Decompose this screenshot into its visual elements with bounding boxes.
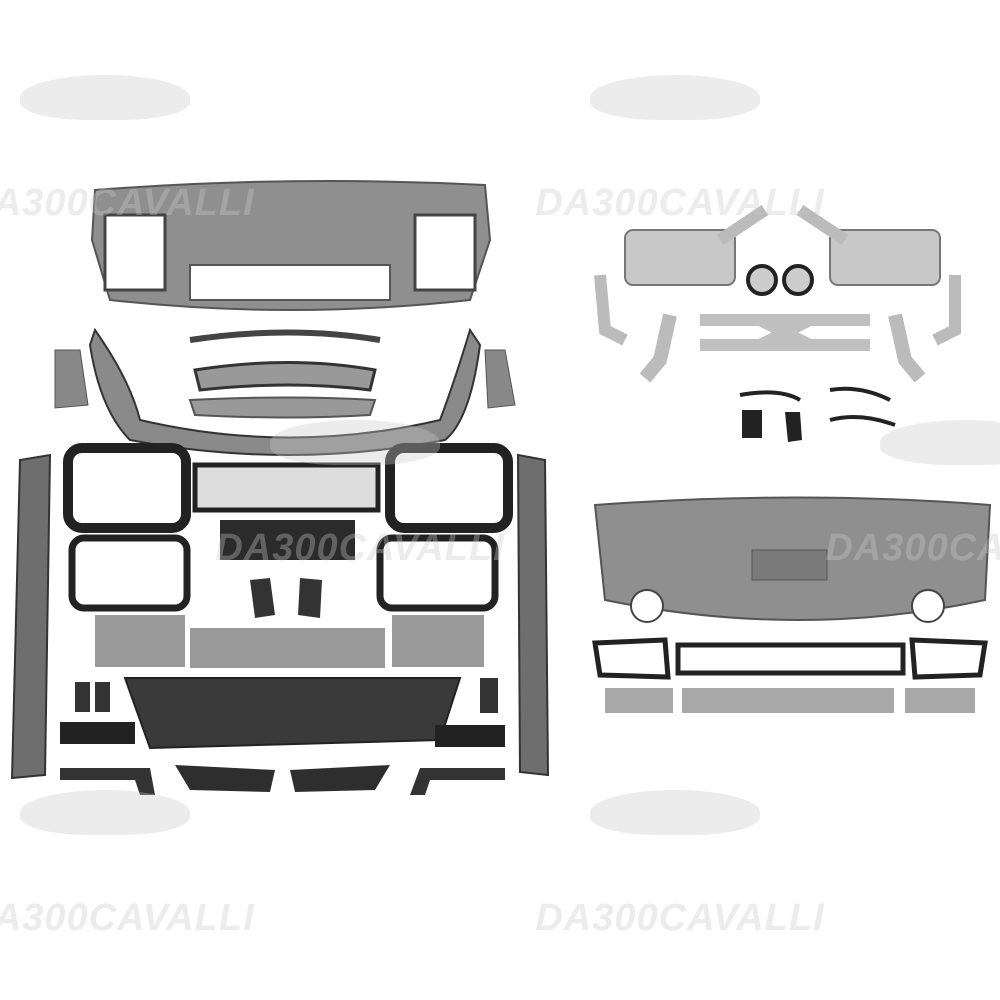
exhaust-system [594, 205, 961, 442]
pipe-left-side [594, 274, 628, 346]
rear-fog-right [911, 589, 945, 623]
car-logo-icon [880, 420, 1000, 465]
watermark: DA300CAVALLI [530, 790, 830, 940]
wiring-harness [739, 386, 896, 427]
intake-frame-left-lower [68, 534, 191, 612]
muffler-left [624, 229, 736, 286]
downpipe-left [639, 313, 677, 383]
rear-diffuser-frame-right [909, 637, 988, 680]
watermark: DA300CAVALLI [530, 75, 830, 225]
bracket-right [298, 578, 322, 618]
pipe-upper-left [716, 205, 769, 245]
undertray-panel-right [392, 615, 484, 667]
watermark: DA300CAVALLI [0, 790, 260, 940]
tip-right [782, 264, 814, 296]
x-pipe [700, 314, 870, 351]
side-strip-right [484, 349, 516, 409]
front-lip-spoiler [88, 327, 482, 456]
rear-license-recess [751, 549, 828, 581]
front-grille-strip-2 [193, 361, 377, 392]
small-part-1 [75, 682, 90, 712]
center-grille-mesh [192, 462, 381, 513]
front-diffuser [123, 677, 462, 750]
rear-fog-left [630, 589, 664, 623]
downpipe-right [888, 313, 926, 383]
watermark: DA300CAVALLI [820, 420, 1000, 570]
front-bumper-left-opening [103, 213, 167, 292]
rear-panel-left [605, 688, 673, 713]
intake-frame-right-upper [385, 443, 513, 533]
car-logo-icon [270, 420, 440, 465]
intake-frame-right-lower [376, 534, 499, 612]
rear-panel-center [682, 688, 894, 713]
rear-diffuser-frame-center [675, 642, 906, 676]
valve-controller [742, 410, 762, 438]
pipe-right-side [932, 275, 961, 346]
license-plate-mount [220, 520, 355, 560]
remote-fob [785, 412, 802, 442]
side-strip-left [54, 349, 89, 409]
clips-row [60, 722, 135, 744]
undertray-panel-left [95, 615, 185, 667]
tip-left [746, 264, 778, 296]
front-grille-strip-1 [189, 329, 381, 343]
sensor-bracket [435, 725, 505, 747]
watermark: DA300CAVALLI [0, 75, 260, 225]
car-logo-icon [20, 75, 190, 120]
front-grille-strip-3 [188, 396, 377, 419]
car-logo-icon [20, 790, 190, 835]
small-part-2 [95, 682, 110, 712]
front-bumper-right-opening [413, 213, 477, 292]
vent-right [290, 765, 390, 792]
rear-panel-right [905, 688, 975, 713]
bracket-left [250, 578, 275, 618]
front-bumper-center-opening [189, 264, 391, 301]
side-skirt-left [10, 453, 52, 780]
brake-duct-left [60, 768, 155, 795]
brake-duct-right [410, 768, 505, 795]
pipe-upper-right [796, 205, 849, 245]
watermark: DA300CAVALLI [210, 420, 510, 570]
intake-frame-left-upper [63, 443, 191, 533]
small-part-3 [480, 678, 498, 713]
car-logo-icon [590, 75, 760, 120]
undertray-panel-center [190, 628, 385, 668]
side-skirt-right [516, 453, 550, 777]
vent-left [175, 765, 275, 792]
muffler-right [829, 229, 941, 286]
car-logo-icon [590, 790, 760, 835]
rear-diffuser-frame-left [592, 637, 671, 680]
